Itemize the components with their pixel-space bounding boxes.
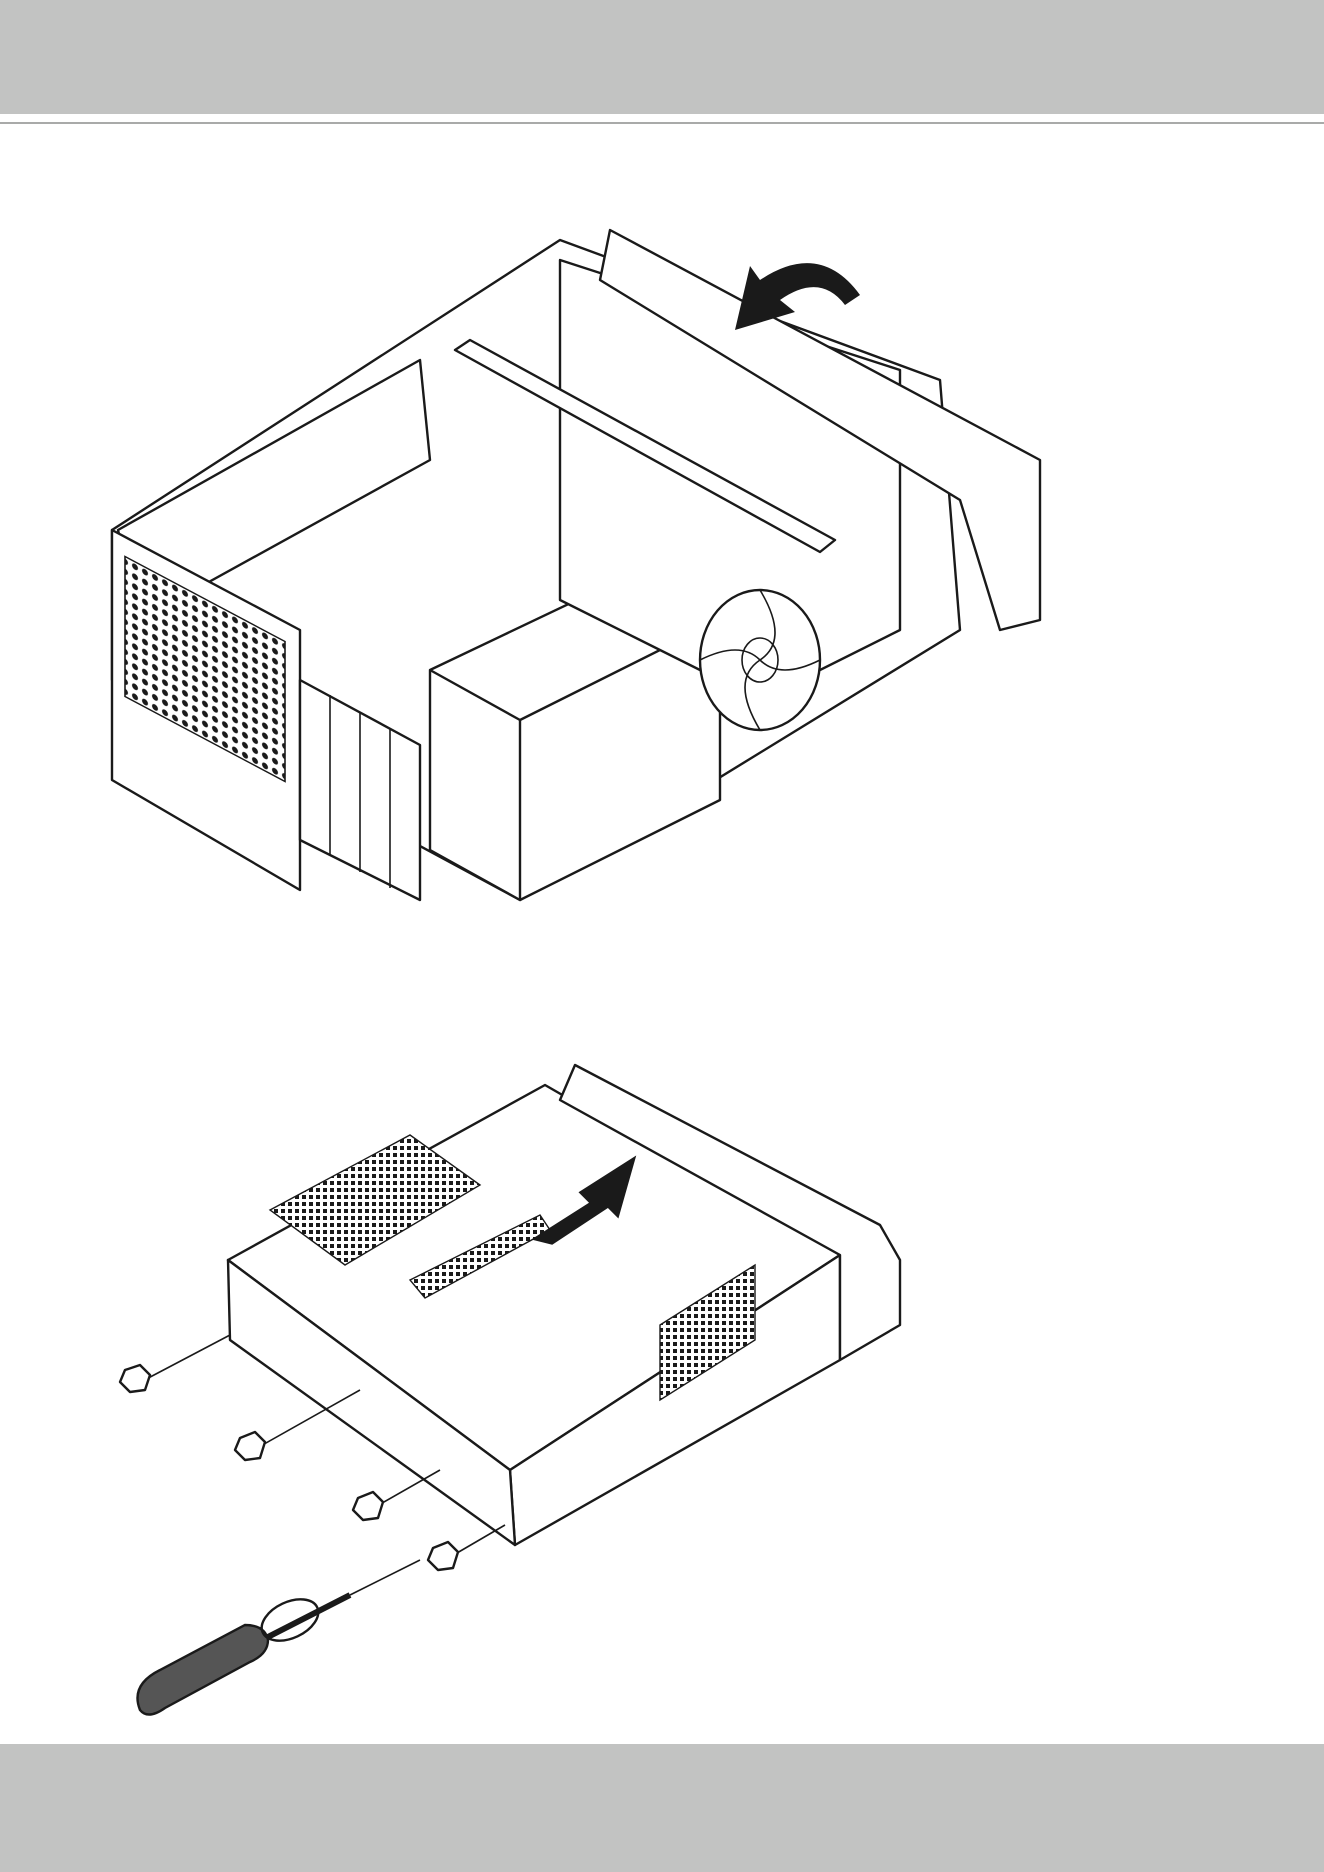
rotate-arrow-icon xyxy=(735,263,860,330)
chassis-interior-illustration xyxy=(0,200,1324,930)
screw-4-icon xyxy=(428,1542,458,1570)
screwdriver-icon xyxy=(138,1560,421,1715)
screw-2-icon xyxy=(235,1432,265,1460)
cover-install-figure xyxy=(0,1040,1324,1740)
screw-3-icon xyxy=(353,1492,383,1520)
page-footer-band xyxy=(0,1744,1324,1872)
header-divider xyxy=(0,122,1324,124)
cover-install-illustration xyxy=(0,1040,1324,1740)
screw-1-icon xyxy=(120,1365,150,1392)
chassis-interior-figure xyxy=(0,200,1324,930)
page-header-band xyxy=(0,0,1324,114)
